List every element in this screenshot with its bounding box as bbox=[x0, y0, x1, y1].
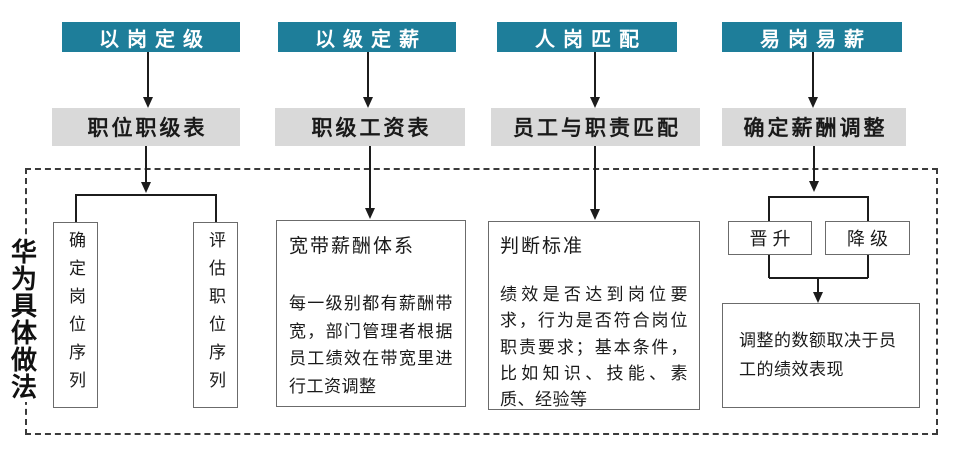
demotion-box: 降级 bbox=[825, 221, 910, 255]
arrowhead-icon bbox=[590, 97, 600, 108]
judgment-criteria-box: 判断标准 绩效是否达到岗位要求，行为是否符合岗位职责要求；基本条件，比如知识、技… bbox=[488, 221, 700, 410]
connector-line bbox=[594, 52, 596, 97]
connector-line bbox=[813, 146, 815, 181]
box-title: 宽带薪酬体系 bbox=[289, 236, 416, 257]
promotion-box: 晋升 bbox=[728, 221, 812, 255]
arrowhead-icon bbox=[143, 97, 153, 108]
box-body: 每一级别都有薪酬带宽，部门管理者根据员工绩效在带宽里进行工资调整 bbox=[289, 294, 453, 396]
connector-line bbox=[145, 146, 147, 182]
box-title: 判断标准 bbox=[500, 236, 585, 257]
arrowhead-icon bbox=[590, 209, 600, 220]
connector-line bbox=[812, 52, 814, 97]
connector-line bbox=[76, 194, 216, 196]
side-label-text: 华为具体做法 bbox=[7, 238, 37, 400]
branch-box-text: 确定岗位序列 bbox=[66, 231, 85, 399]
side-label: 华为具体做法 bbox=[2, 236, 42, 402]
column1-sub-box: 职位职级表 bbox=[52, 108, 240, 146]
arrowhead-icon bbox=[363, 97, 373, 108]
connector-line bbox=[769, 277, 868, 279]
column1-header: 以岗定级 bbox=[62, 22, 240, 52]
arrowhead-icon bbox=[813, 292, 823, 303]
branch-box-position-sequence: 确定岗位序列 bbox=[53, 222, 98, 408]
broadband-pay-box: 宽带薪酬体系 每一级别都有薪酬带宽，部门管理者根据员工绩效在带宽里进行工资调整 bbox=[276, 220, 466, 407]
connector-line bbox=[769, 196, 868, 198]
connector-line bbox=[215, 194, 217, 222]
column2-header: 以级定薪 bbox=[278, 22, 456, 52]
arrowhead-icon bbox=[141, 182, 151, 193]
connector-line bbox=[594, 146, 596, 209]
arrowhead-icon bbox=[809, 181, 819, 192]
column3-sub-box: 员工与职责匹配 bbox=[491, 108, 700, 146]
connector-line bbox=[817, 278, 819, 292]
arrowhead-icon bbox=[808, 97, 818, 108]
branch-box-text: 评估职位序列 bbox=[206, 231, 225, 399]
arrowhead-icon bbox=[365, 208, 375, 219]
adjustment-result-box: 调整的数额取决于员工的绩效表现 bbox=[722, 303, 920, 408]
column2-sub-box: 职级工资表 bbox=[275, 108, 465, 146]
column4-sub-box: 确定薪酬调整 bbox=[722, 108, 906, 146]
box-body: 绩效是否达到岗位要求，行为是否符合岗位职责要求；基本条件，比如知识、技能、素质、… bbox=[500, 285, 688, 410]
result-box-text: 调整的数额取决于员工的绩效表现 bbox=[739, 330, 897, 379]
column4-header: 易岗易薪 bbox=[722, 22, 902, 52]
branch-box-evaluate-sequence: 评估职位序列 bbox=[193, 222, 238, 408]
connector-line bbox=[367, 52, 369, 97]
column3-header: 人岗匹配 bbox=[497, 22, 677, 52]
connector-line bbox=[369, 146, 371, 208]
connector-line bbox=[75, 194, 77, 222]
connector-line bbox=[147, 52, 149, 97]
